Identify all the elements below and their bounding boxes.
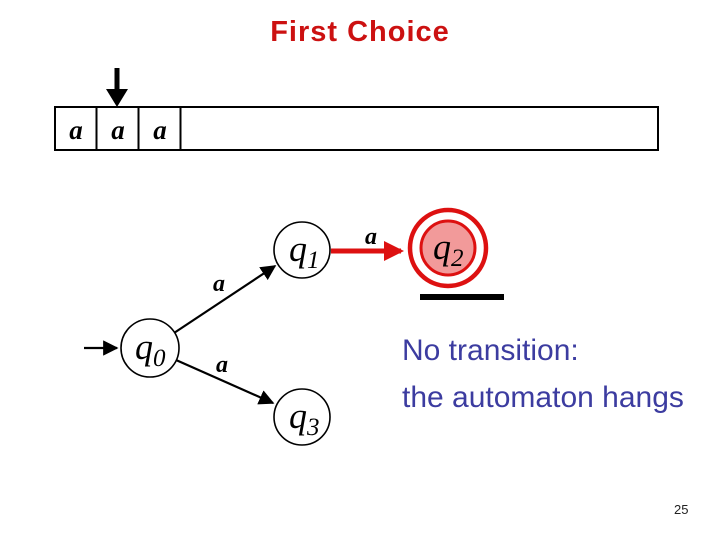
state-q0 xyxy=(120,318,180,378)
state-q0-label: q0 xyxy=(135,327,166,372)
state-q1-label: q1 xyxy=(289,229,320,274)
transition-q0-q1-arrow xyxy=(173,265,277,334)
tape-head-arrow-icon xyxy=(106,68,128,107)
slide-title: First Choice xyxy=(270,16,450,48)
state-q3 xyxy=(273,388,331,446)
tape-cell-3-symbol: a xyxy=(153,115,167,145)
transition-q0-q1-label: a xyxy=(213,271,225,297)
state-q3-label: q3 xyxy=(289,396,320,441)
tape-cell-1-symbol: a xyxy=(69,115,83,145)
tape-cell-2-symbol: a xyxy=(111,115,125,145)
transition-q0-q3-label: a xyxy=(216,352,228,378)
tape xyxy=(54,106,659,151)
annotation-text: No transition: the automaton hangs xyxy=(402,327,684,421)
transition-q1-q2-label: a xyxy=(365,224,377,250)
state-q2-label: q2 xyxy=(433,227,464,272)
state-q2-inner-circle xyxy=(419,219,477,277)
page-number: 25 xyxy=(674,502,689,517)
state-q1 xyxy=(273,221,331,279)
annotation-line-2: the automaton hangs xyxy=(402,381,684,414)
transition-q0-q3-arrow xyxy=(175,358,275,405)
q2-underline xyxy=(420,294,504,300)
annotation-line-1: No transition: xyxy=(402,334,579,367)
